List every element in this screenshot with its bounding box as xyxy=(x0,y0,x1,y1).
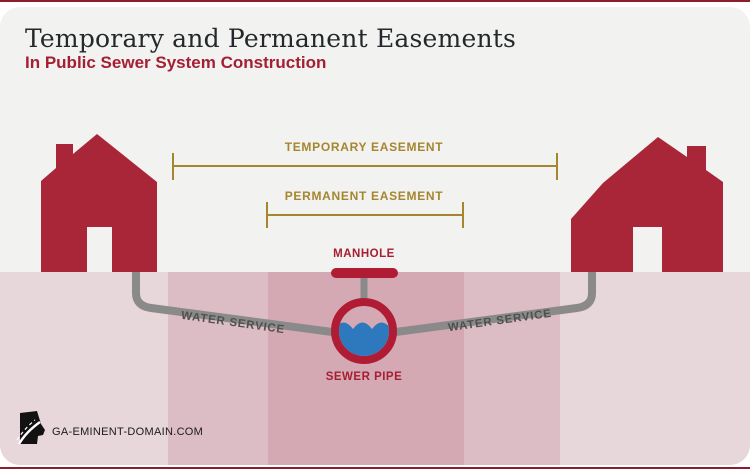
manhole-label: MANHOLE xyxy=(333,248,395,260)
infographic-card xyxy=(0,7,750,465)
permanent-easement-label: PERMANENT EASEMENT xyxy=(284,189,444,203)
top-accent-bar xyxy=(0,0,750,2)
permanent-easement-zone xyxy=(268,272,464,465)
sewer-pipe-label: SEWER PIPE xyxy=(325,371,403,383)
page-subtitle: In Public Sewer System Construction xyxy=(25,53,327,72)
website-label: GA-EMINENT-DOMAIN.COM xyxy=(52,426,204,438)
bottom-accent-bar xyxy=(0,467,750,469)
page-title: Temporary and Permanent Easements xyxy=(25,24,517,53)
temporary-easement-label: TEMPORARY EASEMENT xyxy=(284,140,444,154)
